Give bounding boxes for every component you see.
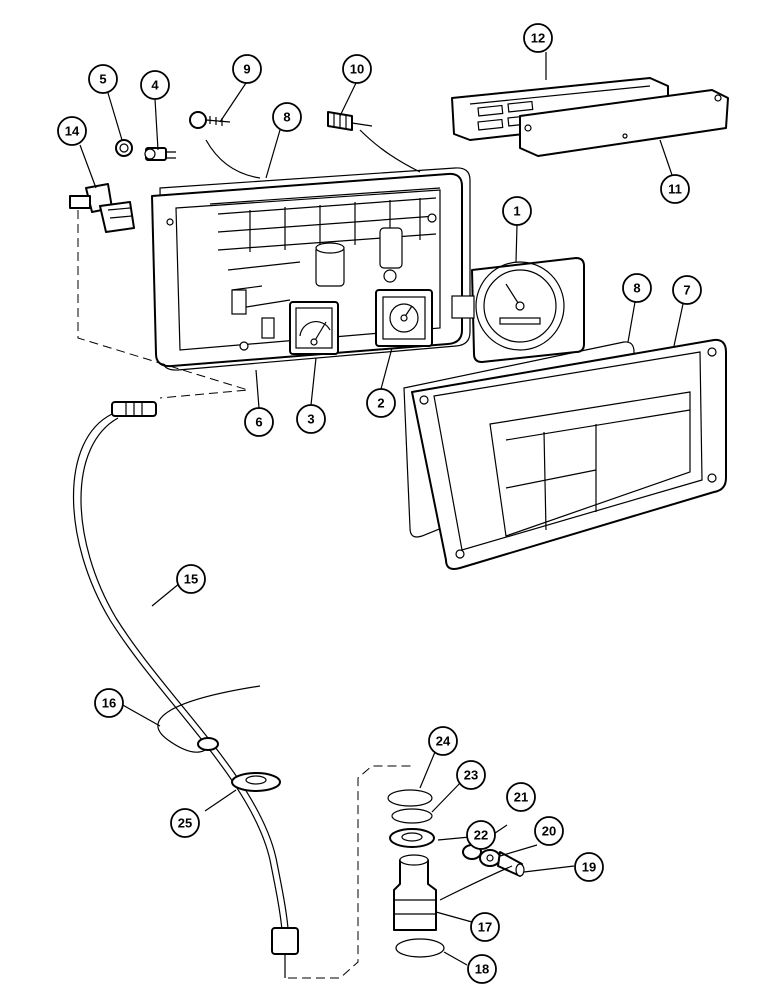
callout-19: 19 [574,852,604,882]
callout-1-label: 1 [513,204,520,219]
alignment-line-cable-to-drive [288,765,412,979]
part-23-snap-ring [391,808,433,824]
callout-23-label: 23 [464,768,478,783]
callout-16-label: 16 [102,696,116,711]
callout-24-label: 24 [436,734,451,749]
part-5-bulb-holder [115,139,133,157]
callout-4: 4 [140,70,170,100]
callout-3: 3 [296,404,326,434]
part-19-pin [497,851,525,877]
callout-16: 16 [94,688,124,718]
part-10-connector [327,111,373,131]
leader-lines [79,52,684,966]
callout-12-label: 12 [531,31,545,46]
part-20-washer [479,849,501,867]
callout-14: 14 [57,116,87,146]
callout-7: 7 [672,275,702,305]
callout-15: 15 [176,564,206,594]
part-18-o-ring [395,938,445,958]
callout-5: 5 [88,64,118,94]
callout-15-label: 15 [184,572,198,587]
part-2-gauge [375,289,433,347]
part-25-grommet [231,772,281,792]
callout-8-lower: 8 [622,273,652,303]
callout-11: 11 [660,174,690,204]
callout-2-label: 2 [377,396,384,411]
part-22-washer [389,828,435,848]
callout-5-label: 5 [99,72,106,87]
callout-23: 23 [456,760,486,790]
callout-25-label: 25 [178,816,192,831]
callout-18-label: 18 [475,962,489,977]
alignment-line-14-to-cable [77,210,249,399]
callout-20: 20 [534,816,564,846]
callout-12: 12 [523,23,553,53]
callout-9: 9 [232,54,262,84]
callout-24: 24 [428,726,458,756]
part-15-speedo-cable [72,401,299,978]
callout-9-label: 9 [243,62,250,77]
callout-8-upper-label: 8 [283,110,290,125]
callout-11-label: 11 [668,182,682,197]
part-3-small-gauge [289,301,339,355]
callout-3-label: 3 [307,412,314,427]
part-4-bulb [144,147,176,161]
callout-10: 10 [342,54,372,84]
callout-22: 22 [466,820,496,850]
callout-21-label: 21 [514,790,528,805]
callout-17: 17 [470,912,500,942]
callout-19-label: 19 [582,860,596,875]
part-16-cable-tie [157,685,261,753]
callout-7-label: 7 [683,283,690,298]
part-11-front-cover [519,89,729,157]
callout-22-label: 22 [474,828,488,843]
part-8-rear-gasket [159,167,471,371]
callout-20-label: 20 [542,824,556,839]
callout-6-label: 6 [255,415,262,430]
callout-21: 21 [506,782,536,812]
callout-17-label: 17 [478,920,492,935]
part-9-screw [189,111,231,129]
callout-4-label: 4 [151,78,159,93]
part-14-angle-drive [69,183,135,233]
callout-8-lower-label: 8 [633,281,640,296]
part-24-ring [387,789,433,807]
callout-10-label: 10 [350,62,364,77]
callout-1: 1 [502,196,532,226]
callout-2: 2 [366,388,396,418]
part-17-drive-adaptor [393,854,437,931]
part-7-front-bezel [411,338,727,570]
callout-18: 18 [467,954,497,984]
part-1-tachometer [451,257,585,363]
callout-14-label: 14 [65,124,80,139]
callout-6: 6 [244,407,274,437]
callout-25: 25 [170,808,200,838]
callout-8-upper: 8 [272,102,302,132]
